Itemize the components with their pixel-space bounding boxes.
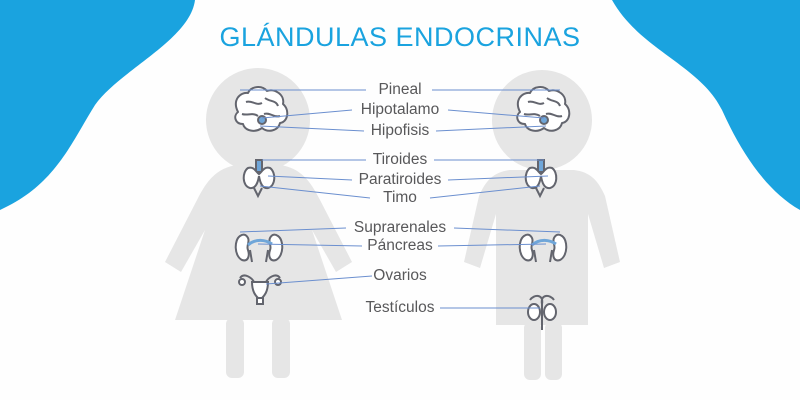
label-pancreas: Páncreas [367, 237, 433, 254]
leader-paratiroides-left [267, 175, 353, 181]
leader-pancreas-right [437, 243, 547, 247]
leader-pancreas-left [257, 243, 363, 247]
label-hipofisis: Hipofisis [370, 122, 430, 139]
leader-hipofisis-left [259, 125, 365, 132]
leader-paratiroides-right [447, 175, 549, 181]
uterus-icon [238, 274, 282, 305]
leader-suprarenales-left [239, 227, 347, 233]
leader-hipofisis-right [435, 125, 547, 132]
kidneys-icon [518, 233, 568, 263]
leader-ovarios [265, 275, 373, 285]
label-pineal: Pineal [378, 81, 422, 98]
label-hipotalamo: Hipotalamo [360, 101, 440, 118]
label-tiroides: Tiroides [372, 151, 428, 168]
label-suprarenales: Suprarenales [353, 219, 447, 236]
label-timo: Timo [383, 189, 417, 206]
thyroid-icon [242, 159, 276, 199]
top-left-blob [0, 0, 195, 210]
kidneys-icon [234, 233, 284, 263]
brain-icon [234, 86, 289, 132]
leader-timo-right [429, 185, 541, 199]
leader-hipotalamo-left [261, 109, 353, 119]
label-ovarios: Ovarios [373, 267, 427, 284]
leader-timo-left [259, 185, 371, 199]
brain-icon [516, 86, 571, 132]
leader-suprarenales-right [453, 227, 561, 233]
page-title: GLÁNDULAS ENDOCRINAS [219, 22, 581, 52]
label-testiculos: Testículos [365, 299, 435, 316]
label-paratiroides: Paratiroides [358, 171, 442, 188]
leader-lines [239, 89, 561, 309]
leader-hipotalamo-right [447, 109, 545, 119]
thyroid-icon [524, 159, 558, 199]
top-right-blob [612, 0, 800, 210]
